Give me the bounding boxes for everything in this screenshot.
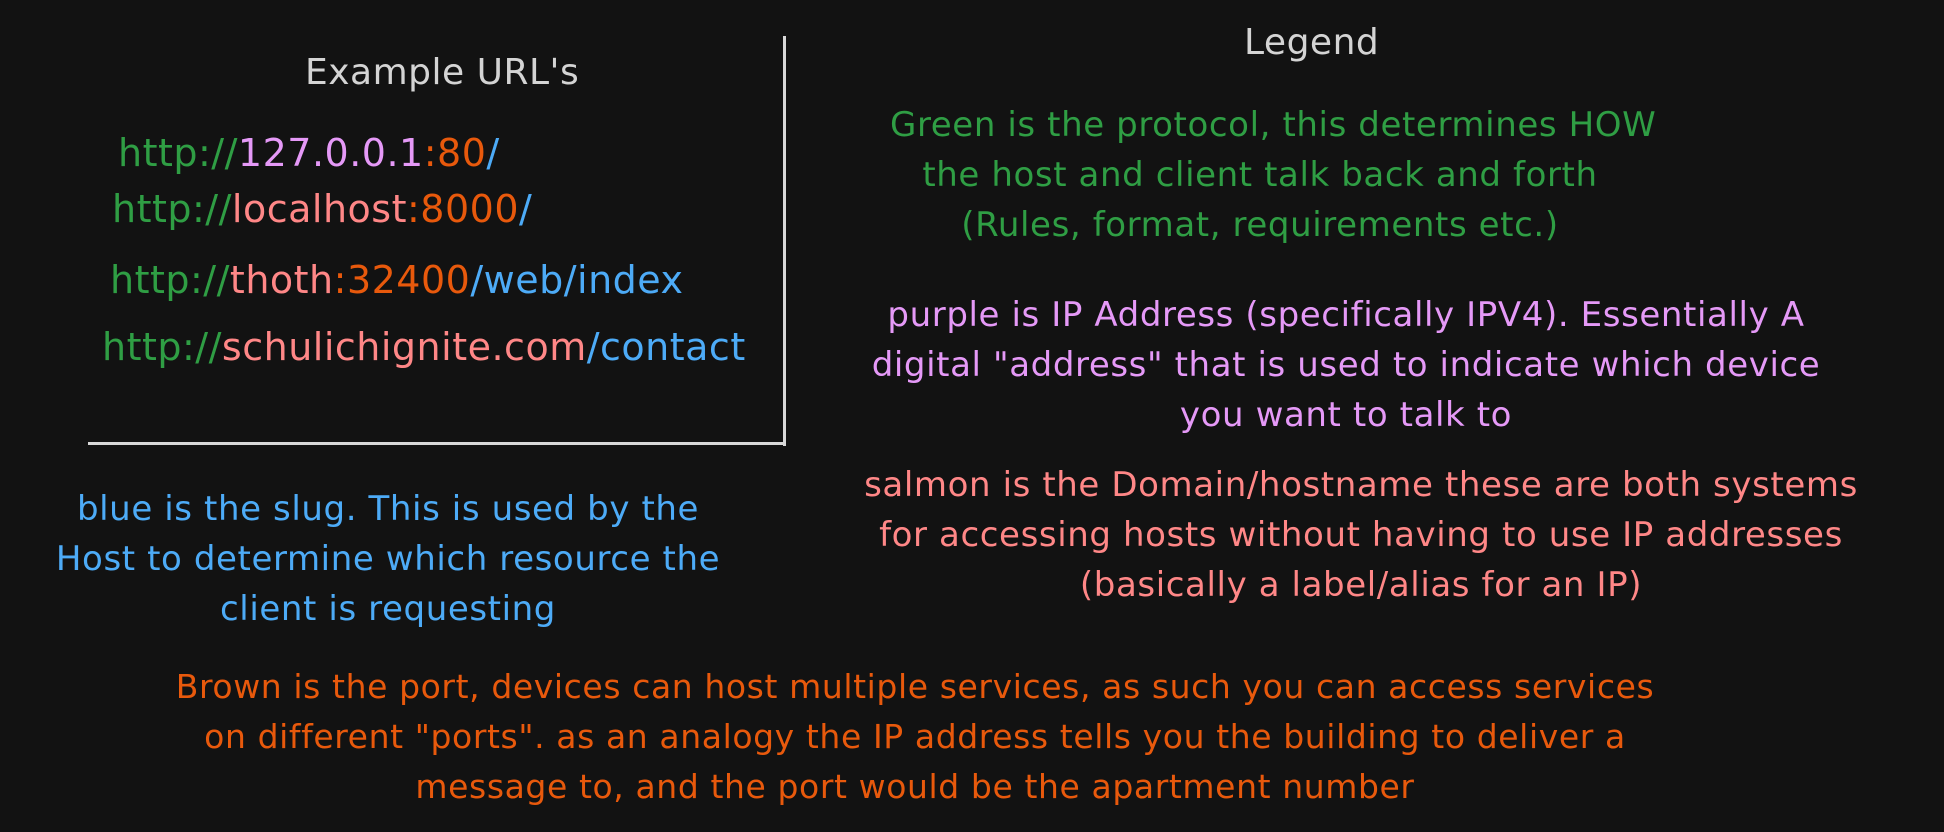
- url-hostname: thoth: [229, 258, 334, 302]
- url-port: :32400: [333, 258, 471, 302]
- legend-ip-line: you want to talk to: [1179, 395, 1513, 435]
- url-ip-address: 127.0.0.1: [237, 131, 424, 175]
- url-box-bottom-border: [88, 442, 786, 445]
- url-port: :8000: [407, 187, 520, 231]
- url-slug: /: [519, 187, 533, 231]
- port-note-line: Brown is the port, devices can host mult…: [175, 667, 1655, 706]
- port-note-line: message to, and the port would be the ap…: [415, 767, 1415, 806]
- url-protocol: http://: [110, 258, 230, 302]
- url-example-4: http://schulichignite.com/contact: [102, 325, 746, 369]
- legend-ip-line: digital "address" that is used to indica…: [871, 345, 1821, 385]
- url-example-1: http://127.0.0.1:80/: [118, 131, 500, 175]
- legend-ip-note: purple is IP Address (specifically IPV4)…: [796, 290, 1896, 440]
- url-slug: /web/index: [470, 258, 684, 302]
- legend-domain-line: for accessing hosts without having to us…: [879, 515, 1843, 555]
- legend-title: Legend: [1244, 22, 1380, 63]
- slug-note-line: blue is the slug. This is used by the: [76, 489, 700, 529]
- legend-protocol-line: Green is the protocol, this determines H…: [890, 105, 1657, 145]
- legend-ip-line: purple is IP Address (specifically IPV4)…: [887, 295, 1805, 335]
- url-box-title: Example URL's: [305, 52, 580, 93]
- legend-protocol-line: (Rules, format, requirements etc.): [961, 205, 1559, 245]
- legend-domain-line: (basically a label/alias for an IP): [1079, 565, 1643, 605]
- url-hostname: localhost: [231, 187, 407, 231]
- port-note: Brown is the port, devices can host mult…: [60, 662, 1770, 812]
- slug-note: blue is the slug. This is used by the Ho…: [18, 484, 758, 634]
- url-example-2: http://localhost:8000/: [112, 187, 532, 231]
- legend-domain-note: salmon is the Domain/hostname these are …: [796, 460, 1926, 610]
- legend-domain-line: salmon is the Domain/hostname these are …: [864, 465, 1858, 505]
- url-port: :80: [423, 131, 487, 175]
- url-box-right-border: [783, 36, 786, 446]
- slug-note-line: client is requesting: [220, 589, 556, 629]
- slug-note-line: Host to determine which resource the: [55, 539, 721, 579]
- legend-protocol-note: Green is the protocol, this determines H…: [890, 100, 1657, 250]
- url-protocol: http://: [102, 325, 222, 369]
- legend-protocol-line: the host and client talk back and forth: [922, 155, 1598, 195]
- url-slug: /contact: [586, 325, 746, 369]
- url-protocol: http://: [118, 131, 238, 175]
- port-note-line: on different "ports". as an analogy the …: [204, 717, 1626, 756]
- url-slug: /: [486, 131, 500, 175]
- url-protocol: http://: [112, 187, 232, 231]
- url-example-3: http://thoth:32400/web/index: [110, 258, 683, 302]
- url-hostname: schulichignite.com: [221, 325, 587, 369]
